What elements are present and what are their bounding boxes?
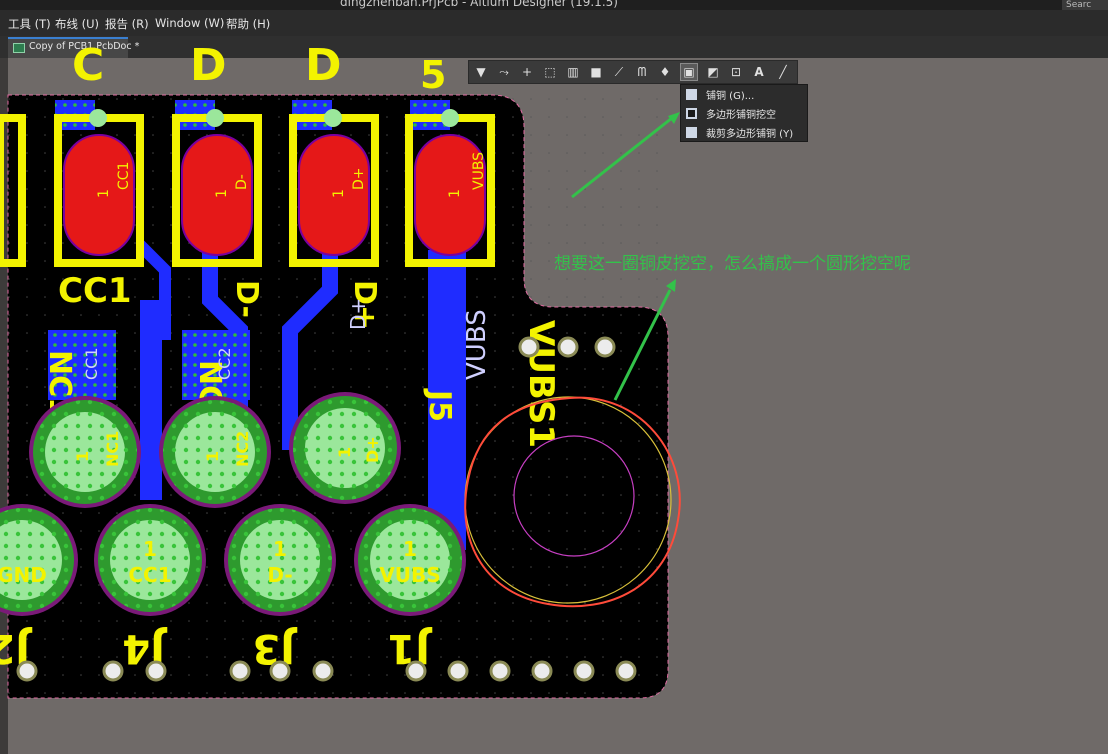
top-label-c: C xyxy=(72,40,104,91)
top-label-d1: D xyxy=(190,40,227,91)
menu-reports[interactable]: 报告 (R) xyxy=(105,17,149,31)
th-num-nc2: 1 xyxy=(203,451,222,462)
top-pads xyxy=(0,109,495,267)
th-num-nc1: 1 xyxy=(73,451,92,462)
line-icon[interactable]: ╱ xyxy=(779,65,787,79)
pad-icon[interactable]: ♦ xyxy=(659,65,671,79)
pad-net-dplus: D+ xyxy=(351,167,367,190)
search-box-stub[interactable]: Searc xyxy=(1062,0,1108,10)
mounting-hole-keepout xyxy=(513,435,635,557)
th-net-nc1: NC1 xyxy=(103,431,122,467)
menu-bar: 工具 (T) 布线 (U) 报告 (R) Window (W) 帮助 (H) xyxy=(0,10,1108,36)
pad-net-vubs: VUBS xyxy=(471,152,487,190)
th-num-dplus: 1 xyxy=(335,447,354,458)
dimension-icon[interactable]: ⊡ xyxy=(730,65,742,79)
select-rect-icon[interactable]: ⬚ xyxy=(544,65,556,79)
menu-item-slice-polygon[interactable]: 裁剪多边形铺铜 (Y) xyxy=(681,123,807,142)
polygon-pour-icon[interactable]: ▣ xyxy=(680,63,698,81)
silk-dminus: D- xyxy=(229,280,264,318)
keepout-icon[interactable]: ◩ xyxy=(707,65,719,79)
slice-polygon-item-icon xyxy=(686,127,697,138)
th-net-dminus: D- xyxy=(267,563,292,587)
polygon-cutout-item-icon xyxy=(686,108,697,119)
th-net-vubs: VUBS xyxy=(379,563,440,587)
annotation-text: 想要这一圈铜皮挖空，怎么搞成一个圆形挖空呢 xyxy=(554,254,911,274)
th-num-cc1: 1 xyxy=(143,537,157,561)
trace-label-vubs: VUBS xyxy=(462,309,492,380)
menu-item-label: 铺铜 (G)... xyxy=(706,91,755,102)
via-rows xyxy=(16,336,637,682)
interactive-route-icon[interactable]: ⤳ xyxy=(499,65,509,79)
menu-help[interactable]: 帮助 (H) xyxy=(226,17,271,31)
filter-icon[interactable]: ▼ xyxy=(476,65,486,79)
top-label-5: 5 xyxy=(420,53,446,97)
silk-cc1: CC1 xyxy=(58,271,132,311)
document-tab-bar: Copy of PCB1.PcbDoc * xyxy=(0,36,1108,58)
th-pads-upper xyxy=(29,392,401,508)
pad-net-cc1: CC1 xyxy=(116,162,132,190)
pad-net-dminus: D- xyxy=(234,174,250,190)
trace-label-dplus: D+ xyxy=(346,298,370,330)
via-label-cc2: CC2 xyxy=(215,347,234,380)
text-icon[interactable]: A xyxy=(754,65,764,79)
annotation-red-circle xyxy=(464,396,681,608)
menu-route[interactable]: 布线 (U) xyxy=(55,17,100,31)
active-bar-toolbar: ▼ ⤳ + ⬚ ▥ ■ ⟋ ᗰ ♦ ▣ ◩ ⊡ A ╱ xyxy=(468,60,798,84)
th-net-gnd: GND xyxy=(0,563,47,587)
diff-pair-icon[interactable]: ⟋ xyxy=(614,65,624,79)
pcb-doc-icon xyxy=(13,43,25,53)
menu-tools[interactable]: 工具 (T) xyxy=(8,17,51,31)
menu-window[interactable]: Window (W) xyxy=(155,16,225,30)
pad-num-dminus: 1 xyxy=(214,189,230,198)
th-pads-lower xyxy=(0,504,466,616)
pad-num-dplus: 1 xyxy=(331,189,347,198)
silk-dplus: D+ xyxy=(347,280,382,330)
document-tab-label: Copy of PCB1.PcbDoc * xyxy=(29,41,140,52)
arc-icon[interactable]: ᗰ xyxy=(637,65,647,79)
polygon-pour-item-icon xyxy=(686,89,697,100)
th-num-dminus: 1 xyxy=(273,537,287,561)
document-tab[interactable]: Copy of PCB1.PcbDoc * xyxy=(8,37,139,58)
polygon-pour-dropdown: 铺铜 (G)... 多边形铺铜挖空 裁剪多边形铺铜 (Y) xyxy=(680,84,808,142)
window-title: dingzhenban.PrjPcb - Altium Designer (19… xyxy=(340,0,618,9)
menu-item-label: 裁剪多边形铺铜 (Y) xyxy=(706,129,794,140)
th-net-dplus: D+ xyxy=(363,436,382,463)
top-label-d2: D xyxy=(305,40,342,91)
chart-icon[interactable]: ▥ xyxy=(567,65,579,79)
pad-num-vubs: 1 xyxy=(447,189,463,198)
via-label-cc1: CC1 xyxy=(82,347,101,380)
th-num-vubs: 1 xyxy=(403,537,417,561)
pad-num-cc1: 1 xyxy=(96,189,112,198)
th-net-cc1: CC1 xyxy=(128,563,171,587)
menu-item-polygon-pour[interactable]: 铺铜 (G)... xyxy=(681,85,807,104)
th-net-nc2: NC2 xyxy=(233,431,252,467)
plus-icon[interactable]: + xyxy=(521,65,533,79)
menu-item-label: 多边形铺铜挖空 xyxy=(706,110,776,121)
annotation-arrows xyxy=(571,112,680,401)
title-bar: dingzhenban.PrjPcb - Altium Designer (19… xyxy=(0,0,1108,10)
panel-gutter xyxy=(0,58,8,754)
silk-j5: J5 xyxy=(422,388,457,422)
menu-item-polygon-cutout[interactable]: 多边形铺铜挖空 xyxy=(681,104,807,123)
component-icon[interactable]: ■ xyxy=(590,65,602,79)
